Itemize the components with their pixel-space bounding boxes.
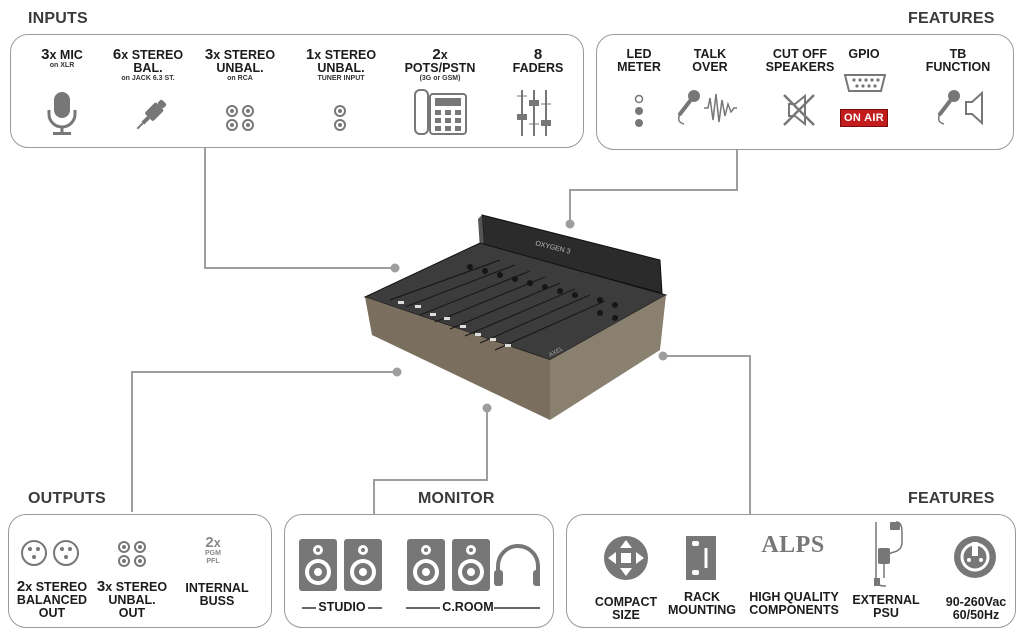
headphones-icon [494,544,540,586]
feature-tb-function: TB FUNCTION [925,47,991,74]
input-stereo-bal: 6x STEREO BAL. on JACK 6.3 ST. [112,46,184,82]
feature-talk-over: TALK OVER [692,47,728,74]
microphone-icon [47,92,77,135]
buss-icon: 2x PGM PFL [205,534,221,565]
feature-gpio: GPIO [848,47,880,61]
rca-socket-pair-icon [334,105,346,131]
input-pots-pstn: 2x POTS/PSTN (3G or GSM) [404,46,476,82]
features-top-panel [596,34,1014,150]
input-faders: 8 FADERS [512,46,564,75]
features-top-title: FEATURES [908,10,995,27]
monitor-studio-label: STUDIO [318,600,366,614]
on-air-badge: ON AIR [836,108,892,127]
feature-compact-size: COMPACT SIZE [594,595,658,622]
rack-ear-icon [686,536,716,580]
outputs-title: OUTPUTS [28,490,106,507]
feature-cut-off-speakers: CUT OFF SPEAKERS [765,47,835,74]
rca-sockets-icon [226,105,254,131]
mixer-console-image: OXYGEN 3 AXEL [363,214,668,420]
inputs-title: INPUTS [28,10,88,27]
input-stereo-unbal-rca: 3x STEREO UNBAL. on RCA [204,46,276,82]
xlr-sockets-icon [21,540,79,566]
monitor-title: MONITOR [418,490,495,507]
rca-sockets-icon [118,541,146,567]
input-mic: 3x MIC on XLR [41,46,83,69]
talkover-icon [677,90,737,125]
output-unbal: 3x STEREO UNBAL. OUT [96,578,168,620]
feature-external-psu: EXTERNAL PSU [852,593,920,620]
talkback-icon [937,90,983,126]
led-meter-icon [634,94,644,127]
compact-size-icon [604,536,648,580]
feature-led-meter: LED METER [617,47,661,74]
power-supply-icon [874,521,903,587]
output-internal-buss: INTERNAL BUSS [185,581,249,608]
serial-port-icon [843,74,887,92]
input-stereo-unbal-tuner: 1x STEREO UNBAL. TUNER INPUT [305,46,377,82]
power-plug-icon [954,536,996,578]
inputs-panel [10,34,584,148]
studio-speakers-icon [299,539,382,591]
speaker-muted-icon [783,93,815,127]
monitor-divider-lines [302,607,540,609]
alps-logo: ALPS [761,532,825,558]
feature-rack-mounting: RACK MOUNTING [667,590,737,617]
outputs-panel [8,514,272,628]
feature-voltage: 90-260Vac 60/50Hz [945,595,1007,622]
feature-high-quality-components: HIGH QUALITY COMPONENTS [749,590,839,617]
control-room-speakers-icon [407,539,540,591]
output-balanced: 2x STEREO BALANCED OUT [16,578,88,620]
telephone-icon [414,89,467,135]
monitor-croom-label: C.ROOM [442,600,494,614]
faders-icon [517,90,551,136]
jack-plug-icon [136,99,167,130]
features-bottom-title: FEATURES [908,490,995,507]
